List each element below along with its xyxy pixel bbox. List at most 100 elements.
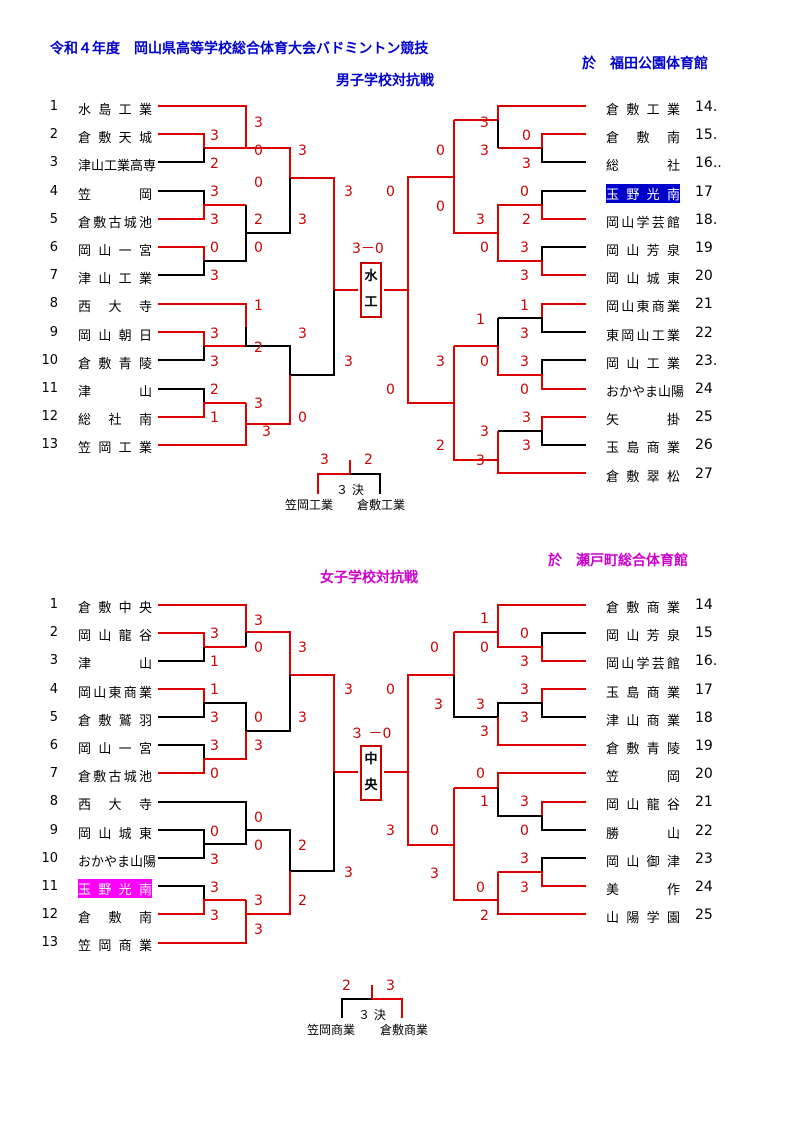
match-score: 1 — [210, 654, 219, 670]
team-name: おかやま山陽 — [78, 854, 157, 870]
team-number: 11 — [41, 879, 58, 894]
match-score: 3 — [210, 738, 219, 754]
match-score: 3 — [520, 851, 529, 867]
match-score: 2 — [436, 438, 445, 454]
match-score: 3 — [298, 212, 307, 228]
match-score: 0 — [386, 682, 395, 698]
team-number: 6 — [49, 240, 58, 255]
team-name: 倉敷青陵 — [606, 742, 680, 757]
team-number: 10 — [41, 352, 58, 368]
match-score: 0 — [520, 823, 529, 839]
match-score: 0 — [430, 823, 439, 839]
match-score: 2 — [298, 838, 307, 854]
match-score: 3 — [298, 143, 307, 159]
match-score: 0 — [210, 824, 219, 840]
match-score: 1 — [480, 611, 489, 627]
boys-section-title: 男子学校対抗戦 — [336, 73, 434, 89]
team-name: 岡山芳泉 — [606, 244, 680, 259]
match-score: 3 — [254, 738, 263, 754]
team-name: 岡山龍谷 — [606, 798, 680, 814]
girls-third-left-team: 笠岡商業 — [307, 1023, 356, 1037]
match-score: 0 — [476, 880, 485, 896]
match-score: 0 — [254, 143, 263, 159]
team-name: 西大寺 — [78, 798, 152, 814]
match-score: 3 — [480, 115, 489, 131]
match-score: 0 — [210, 766, 219, 782]
team-number: 25 — [695, 409, 713, 426]
team-name: 岡山工業 — [606, 356, 680, 372]
boys-third-score-left: 3 — [320, 452, 329, 468]
match-score: 3 — [254, 115, 263, 131]
match-score: 3 — [522, 410, 531, 426]
team-name: 倉敷鷲羽 — [78, 713, 152, 729]
team-number: 13 — [41, 437, 58, 453]
team-number: 1 — [49, 99, 58, 114]
match-score: 0 — [520, 626, 529, 642]
team-name: 岡山学芸館 — [606, 657, 680, 673]
team-number: 22 — [695, 822, 713, 839]
team-number: 16. — [695, 653, 718, 670]
match-score: 3 — [210, 326, 219, 342]
team-name: 岡山城東 — [606, 272, 680, 288]
girls-champion-box: 中 央 — [360, 745, 382, 801]
team-name: 総 社 — [606, 159, 680, 175]
girls-third-label: ３ 決 — [358, 1008, 386, 1022]
match-score: 3 — [254, 613, 263, 629]
team-number: 8 — [49, 794, 58, 810]
boys-venue: 於 福田公園体育館 — [582, 56, 708, 72]
team-name: 倉敷翠松 — [606, 469, 680, 485]
boys-champion-box: 水 工 — [360, 262, 382, 318]
match-score: 3 — [520, 682, 529, 698]
team-number: 2 — [49, 625, 58, 641]
girls-final-score: ３ －0 — [350, 726, 392, 742]
team-name: 玉島商業 — [606, 685, 680, 701]
match-score: 0 — [520, 184, 529, 200]
match-score: 0 — [386, 184, 395, 200]
match-score: 3 — [344, 354, 353, 370]
match-score: 2 — [298, 893, 307, 909]
match-score: 3 — [344, 682, 353, 698]
team-name: 岡山東商業 — [606, 300, 680, 316]
match-score: 3 — [344, 184, 353, 200]
match-score: 3 — [298, 326, 307, 342]
team-number: 22 — [695, 324, 713, 341]
match-score: 0 — [298, 410, 307, 426]
team-number: 12 — [41, 907, 58, 923]
team-name: 山陽学園 — [606, 911, 680, 927]
boys-third-left-team: 笠岡工業 — [285, 498, 334, 512]
team-number: 1 — [49, 597, 58, 612]
match-score: 3 — [210, 354, 219, 370]
team-name: 玉島商業 — [606, 441, 680, 457]
boys-champion-char-2: 工 — [364, 295, 378, 310]
team-name: 倉敷中央 — [78, 601, 152, 616]
team-number: 20 — [695, 268, 713, 285]
match-score: 3 — [210, 880, 219, 896]
match-score: 2 — [254, 212, 263, 228]
match-score: 0 — [520, 382, 529, 398]
team-name: 岡山龍谷 — [78, 629, 152, 645]
boys-final-score: 3－0 — [352, 241, 384, 257]
team-number: 18. — [695, 211, 718, 228]
match-score: 3 — [210, 128, 219, 144]
match-score: 3 — [210, 212, 219, 228]
team-name: 岡山城東 — [78, 826, 152, 842]
match-score: 0 — [254, 810, 263, 826]
team-number: 15. — [695, 127, 718, 144]
match-score: 3 — [436, 354, 445, 370]
page-title: 令和４年度 岡山県高等学校総合体育大会バドミントン競技 — [50, 41, 429, 57]
match-score: 0 — [480, 354, 489, 370]
match-score: 3 — [210, 908, 219, 924]
match-score: 1 — [480, 794, 489, 810]
team-number: 7 — [49, 766, 58, 782]
team-number: 27 — [695, 465, 713, 482]
match-score: 3 — [520, 354, 529, 370]
boys-champion-char-1: 水 — [364, 269, 378, 284]
match-score: 0 — [254, 710, 263, 726]
match-score: 2 — [210, 382, 219, 398]
team-number: 21 — [695, 794, 713, 811]
boys-third-label: ３ 決 — [336, 483, 364, 497]
team-number: 12 — [41, 409, 58, 425]
team-name: 総社南 — [78, 413, 152, 429]
boys-third-right-team: 倉敷工業 — [357, 498, 406, 512]
team-name: 笠 岡 — [606, 770, 680, 786]
